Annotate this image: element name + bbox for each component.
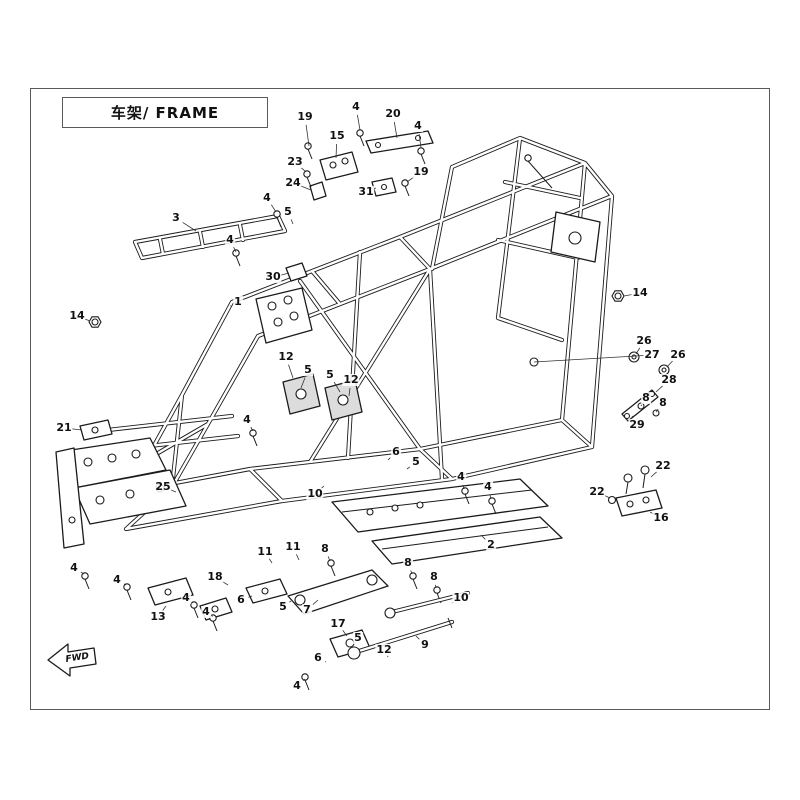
leader-line <box>623 294 633 297</box>
fwd-label: FWD <box>65 651 90 665</box>
leader-line <box>387 457 391 461</box>
leader-line <box>418 133 422 149</box>
leader-line <box>393 121 398 139</box>
leader-line <box>327 556 331 562</box>
leader-line <box>300 377 306 389</box>
leader-line <box>302 678 306 682</box>
leader-line <box>335 143 337 159</box>
leader-line <box>71 428 83 431</box>
leader-line <box>233 247 237 253</box>
leader-line <box>312 599 319 605</box>
leader-line <box>305 124 310 147</box>
leader-line <box>268 558 273 564</box>
diagram-title: 车架/ FRAME <box>110 104 220 122</box>
leader-line <box>80 571 85 575</box>
long-rods <box>347 590 471 660</box>
leader-line <box>406 176 415 183</box>
leader-line <box>655 409 659 413</box>
leader-line <box>348 387 351 397</box>
leader-line <box>296 554 300 561</box>
leader-line <box>288 364 294 379</box>
leader-line <box>655 385 664 393</box>
leader-line <box>289 600 292 603</box>
leader-line <box>631 415 634 419</box>
fastener-bolts <box>81 129 625 691</box>
leader-line <box>415 635 420 640</box>
diagram-title-box: 车架/ FRAME <box>62 97 268 128</box>
leader-line <box>451 601 455 604</box>
leader-line <box>290 219 294 225</box>
leader-line <box>123 583 127 586</box>
mounting-plates <box>55 130 601 565</box>
leader-line <box>410 570 413 575</box>
fwd-direction-marker: FWD <box>47 643 97 677</box>
leader-line <box>342 630 348 637</box>
leader-line <box>300 167 307 173</box>
leader-line <box>320 485 325 489</box>
leader-line <box>480 534 486 540</box>
leader-line <box>280 272 290 276</box>
leader-line <box>435 584 437 589</box>
leader-line <box>300 185 312 191</box>
leader-line <box>270 204 277 213</box>
leader-line <box>84 318 91 322</box>
leader-line <box>406 466 410 470</box>
leader-line <box>649 511 655 515</box>
leader-line <box>357 114 361 131</box>
leader-line <box>386 654 389 658</box>
leader-line <box>248 595 253 598</box>
leader-line <box>489 494 492 500</box>
leader-line <box>666 360 673 368</box>
leader-line <box>333 381 341 393</box>
leader-line <box>462 484 465 490</box>
leader-line <box>635 347 641 355</box>
leader-line <box>221 580 229 586</box>
leader-line <box>162 605 167 611</box>
engine-mount-brackets <box>282 373 363 421</box>
leader-line <box>182 222 197 232</box>
lower-brackets <box>147 569 389 658</box>
leader-line <box>250 426 254 432</box>
leader-line <box>640 404 643 407</box>
leader-line <box>650 471 658 478</box>
leader-line <box>604 495 611 499</box>
leader-line <box>533 355 645 363</box>
